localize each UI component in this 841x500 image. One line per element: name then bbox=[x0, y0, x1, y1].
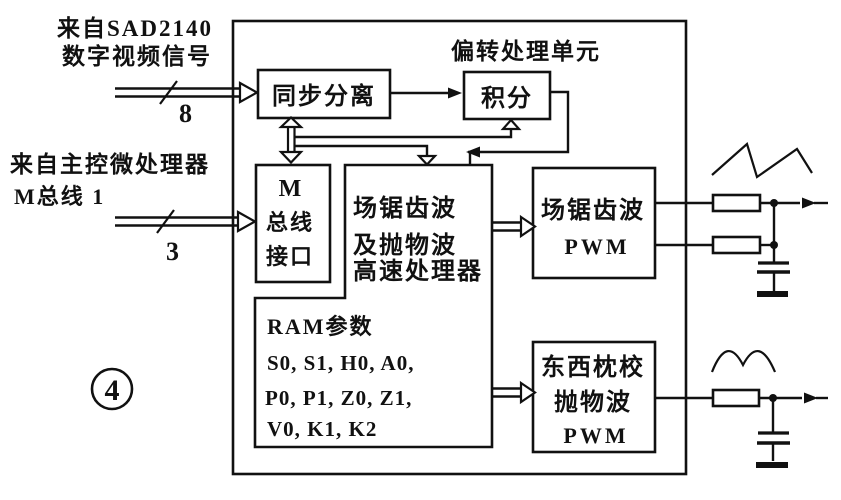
parabola-wave-icon bbox=[710, 350, 777, 373]
bus-slash bbox=[159, 80, 178, 105]
ew-pwm-line-3: PWM bbox=[563, 423, 628, 448]
processor-to-vpwm-bus-arrow bbox=[492, 214, 537, 239]
mbus-input-bus-arrow bbox=[115, 209, 258, 234]
output-arrowhead bbox=[804, 392, 818, 404]
capacitor-symbol bbox=[757, 261, 790, 274]
mbus-line-3: 接口 bbox=[266, 244, 314, 269]
capacitor-symbol bbox=[757, 431, 790, 445]
ew-pwm-line-2: 抛物波 bbox=[554, 389, 632, 416]
v-pwm-line-1: 场锯齿波 bbox=[541, 197, 645, 224]
resistor-symbol bbox=[711, 388, 761, 408]
integrator-block bbox=[462, 70, 552, 121]
node-dot bbox=[769, 394, 777, 402]
sync-to-integrator-arrow bbox=[390, 87, 462, 99]
ew-parabola-pwm-block bbox=[531, 340, 657, 454]
bus-width-8: 8 bbox=[179, 99, 192, 128]
ram-line-3: P0, P1, Z0, Z1, bbox=[265, 386, 412, 410]
mbus-interface-block bbox=[254, 163, 332, 284]
sync-separation-block bbox=[256, 68, 392, 120]
ewpwm-output-network bbox=[655, 388, 828, 468]
processor-line-1: 场锯齿波 bbox=[353, 195, 457, 222]
mbus-input-label-1: 来自主控微处理器 bbox=[10, 151, 210, 177]
figure-number-badge: 4 bbox=[90, 367, 134, 411]
video-input-bus-arrow bbox=[115, 80, 260, 105]
bus-to-processor-arrow bbox=[294, 144, 438, 167]
bus-slash bbox=[156, 209, 175, 234]
mbus-line-1: M bbox=[279, 176, 304, 202]
mbus-input-label-2: M总线 1 bbox=[14, 184, 105, 209]
processor-line-3: 高速处理器 bbox=[353, 257, 483, 285]
ram-to-ewpwm-bus-arrow bbox=[492, 380, 537, 405]
video-input-label-2: 数字视频信号 bbox=[62, 43, 212, 69]
bus-width-3: 3 bbox=[166, 237, 179, 266]
v-sawtooth-pwm-block bbox=[531, 166, 657, 280]
figure-number: 4 bbox=[105, 374, 120, 407]
sawtooth-wave-icon bbox=[711, 142, 813, 179]
v-pwm-line-2: PWM bbox=[564, 234, 629, 259]
vpwm-output-network bbox=[655, 193, 828, 297]
unit-title: 偏转处理单元 bbox=[451, 38, 601, 64]
sync-mbus-bidirectional-arrow bbox=[278, 115, 304, 165]
ew-pwm-line-1: 东西枕校 bbox=[541, 353, 645, 381]
output-arrowhead bbox=[802, 197, 816, 209]
resistor-symbol bbox=[711, 235, 762, 255]
resistor-symbol bbox=[711, 193, 762, 213]
bus-to-integrator-arrow bbox=[294, 118, 522, 139]
video-input-label-1: 来自SAD2140 bbox=[57, 15, 213, 41]
processor-ram-block bbox=[253, 163, 494, 449]
processor-line-2: 及抛物波 bbox=[353, 232, 457, 259]
integrator-feedback-arrow bbox=[466, 90, 570, 166]
ram-line-4: V0, K1, K2 bbox=[267, 417, 377, 441]
ram-line-1: RAM参数 bbox=[267, 314, 374, 339]
integrator-label: 积分 bbox=[481, 85, 533, 112]
sync-separation-label: 同步分离 bbox=[272, 82, 376, 110]
mbus-line-2: 总线 bbox=[266, 210, 314, 235]
ram-line-2: S0, S1, H0, A0, bbox=[267, 351, 414, 375]
